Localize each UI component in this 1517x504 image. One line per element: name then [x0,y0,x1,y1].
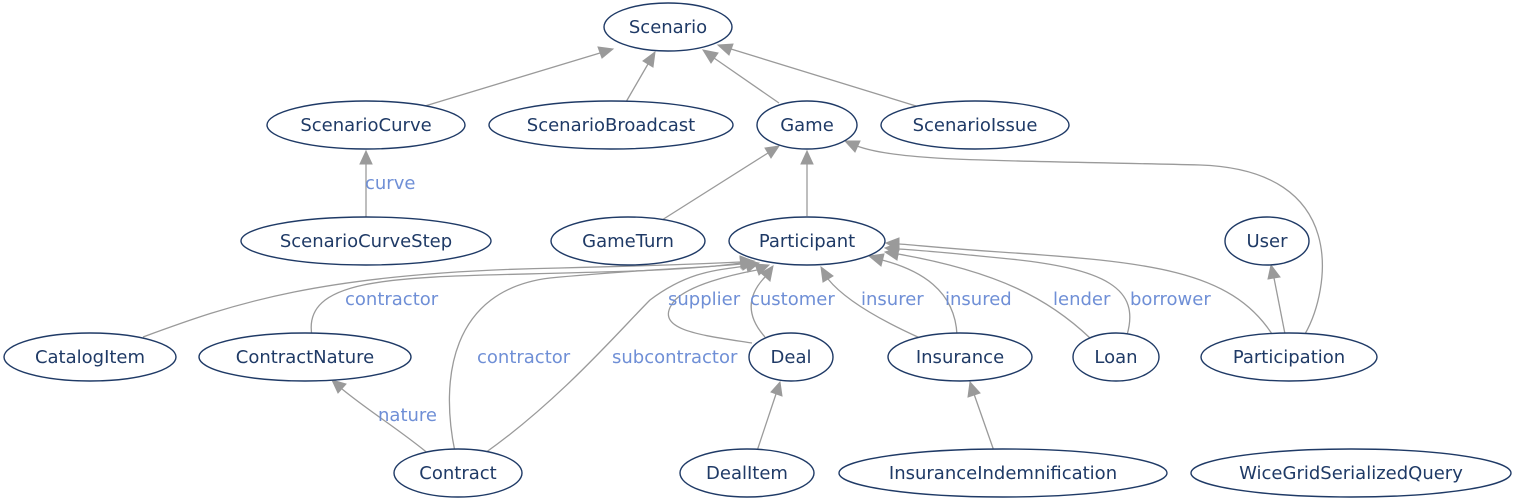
edge-label-insured: insured [945,289,1012,310]
edge-label-lender: lender [1053,289,1111,310]
edge-deal-participant-supplier [667,263,771,344]
node-insurance-indemnification[interactable]: InsuranceIndemnification [838,448,1168,498]
edge-label-insurer: insurer [861,289,924,310]
svg-text:ScenarioBroadcast: ScenarioBroadcast [527,115,695,136]
node-deal[interactable]: Deal [748,332,834,382]
edge-game-scenario [701,49,780,104]
node-contract-nature[interactable]: ContractNature [198,332,412,382]
node-scenario-issue[interactable]: ScenarioIssue [880,100,1070,150]
node-participation[interactable]: Participation [1200,332,1378,382]
edge-dealitem-deal [756,380,783,452]
edge-scenarioissue-scenario [716,43,917,107]
node-scenario[interactable]: Scenario [603,2,733,52]
svg-text:Contract: Contract [419,463,496,484]
edge-label-customer: customer [750,289,835,310]
node-scenario-broadcast[interactable]: ScenarioBroadcast [488,100,734,150]
node-catalog-item[interactable]: CatalogItem [3,332,177,382]
node-scenario-curve[interactable]: ScenarioCurve [266,100,466,150]
svg-text:Insurance: Insurance [916,347,1004,368]
node-wice-grid-serialized-query[interactable]: WiceGridSerializedQuery [1190,448,1512,498]
edge-label-subcontractor: subcontractor [612,347,738,368]
svg-text:Participation: Participation [1233,347,1345,368]
edge-scenariocurvestep-scenariocurve [359,149,373,218]
edge-scenariobroadcast-scenario [625,50,656,103]
edge-participation-participant [884,237,1273,335]
edge-scenariocurve-scenario [424,46,615,107]
svg-text:GameTurn: GameTurn [582,231,674,252]
svg-text:DealItem: DealItem [706,463,788,484]
svg-text:Loan: Loan [1094,347,1137,368]
edge-label-contractnature-contractor: contractor [345,289,439,310]
edge-insuranceindemnification-insurance [967,380,995,452]
node-game-turn[interactable]: GameTurn [550,216,706,266]
edge-label-curve: curve [365,173,415,194]
node-deal-item[interactable]: DealItem [679,448,815,498]
node-user[interactable]: User [1224,216,1310,266]
edge-contract-participant-subcontractor [484,259,761,454]
edge-labels: curve contractor contractor subcontracto… [345,173,1211,426]
edge-deal-participant-customer [750,265,774,338]
edge-participant-game [800,149,814,216]
svg-text:ScenarioCurveStep: ScenarioCurveStep [280,231,452,252]
edge-insurance-participant-insurer [820,265,921,339]
edge-insurance-participant-insured [867,253,958,336]
svg-text:WiceGridSerializedQuery: WiceGridSerializedQuery [1239,463,1463,484]
edge-participation-user [1267,263,1286,335]
node-insurance[interactable]: Insurance [887,332,1033,382]
edge-contract-contractnature [331,379,431,456]
svg-text:Deal: Deal [771,347,812,368]
svg-text:User: User [1246,231,1288,252]
svg-text:Participant: Participant [759,231,855,252]
edge-gameturn-game [661,145,781,221]
edge-label-borrower: borrower [1130,289,1211,310]
edges [142,43,1323,456]
svg-text:InsuranceIndemnification: InsuranceIndemnification [889,463,1117,484]
node-scenario-curve-step[interactable]: ScenarioCurveStep [240,216,492,266]
node-game[interactable]: Game [756,100,858,150]
edge-label-contract-contractor: contractor [477,347,571,368]
svg-text:CatalogItem: CatalogItem [35,347,145,368]
nodes: Scenario ScenarioCurve ScenarioBroadcast… [3,2,1512,498]
svg-text:ContractNature: ContractNature [236,347,374,368]
edge-label-supplier: supplier [668,289,741,310]
edge-participation-game [843,140,1323,335]
node-participant[interactable]: Participant [728,216,886,266]
svg-text:ScenarioIssue: ScenarioIssue [913,115,1038,136]
svg-text:ScenarioCurve: ScenarioCurve [300,115,431,136]
edge-label-nature: nature [378,405,437,426]
node-contract[interactable]: Contract [393,448,523,498]
edge-catalogitem-participant [142,255,755,338]
node-loan[interactable]: Loan [1072,332,1160,382]
svg-text:Game: Game [780,115,834,136]
svg-text:Scenario: Scenario [629,17,707,38]
